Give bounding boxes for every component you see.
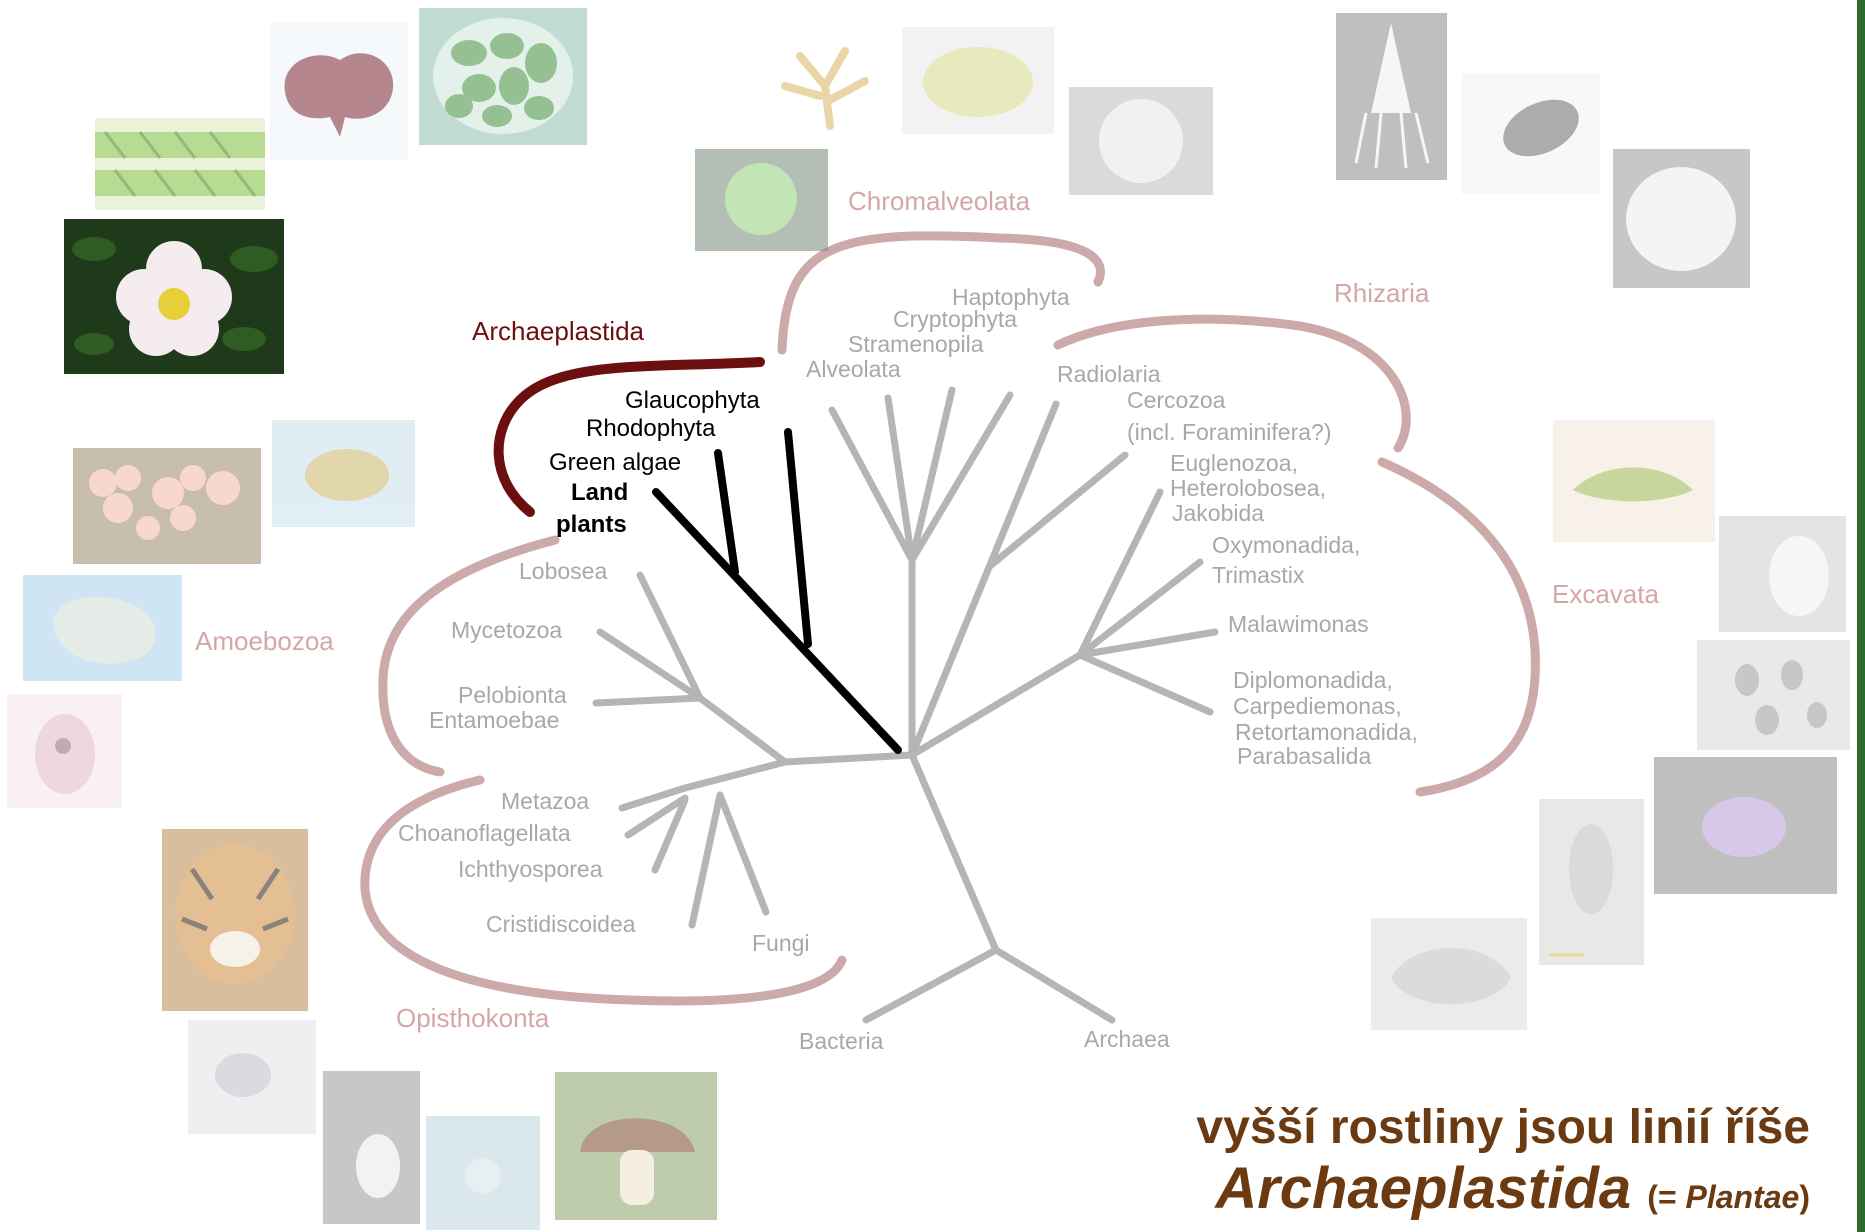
tree-branch — [996, 950, 1112, 1020]
amoeba-large-photo — [23, 575, 182, 681]
tree-branch — [692, 795, 720, 925]
brown-alga-photo — [770, 26, 888, 134]
taxon-ichthyosporea: Ichthyosporea — [458, 856, 603, 882]
label-rhizaria: Rhizaria — [1334, 278, 1430, 308]
mushroom-photo — [555, 1072, 717, 1220]
taxon-stramenopila: Stramenopila — [848, 331, 984, 357]
amoeba-cell-photo — [272, 420, 415, 527]
euglena-photo — [1553, 420, 1715, 542]
radiolarian-photo — [1336, 13, 1447, 180]
taxon-metazoa: Metazoa — [501, 788, 589, 814]
taxon-carpediemonas: Carpediemonas, — [1233, 693, 1402, 719]
taxon-lobosea: Lobosea — [519, 558, 607, 584]
tree-branch — [912, 395, 1010, 560]
caption-paren-close: ) — [1799, 1179, 1810, 1215]
slime-mold-photo — [73, 448, 261, 564]
caption-line-2: Archaeplastida (= Plantae) — [1196, 1156, 1810, 1230]
taxon-heterolobosea: Heterolobosea, — [1170, 475, 1326, 501]
parabasalid-photo — [1371, 918, 1527, 1030]
label-chromalveolata: Chromalveolata — [848, 186, 1031, 216]
taxon-bacteria: Bacteria — [799, 1028, 884, 1054]
taxon-fungi: Fungi — [752, 930, 810, 956]
taxon-plants: plants — [556, 511, 627, 538]
dinoflagellate-photo — [695, 149, 828, 251]
tree-branch — [1080, 492, 1160, 655]
taxon-glaucophyta: Glaucophyta — [625, 387, 760, 414]
tree-branch — [912, 390, 952, 560]
taxon-mycetozoa: Mycetozoa — [451, 617, 562, 643]
tree-branch — [912, 755, 996, 950]
taxon-oxymonadida: Oxymonadida, — [1212, 532, 1360, 558]
highlight-branch — [788, 432, 808, 644]
taxon-entamoebae: Entamoebae — [429, 707, 559, 733]
tree-branch — [912, 655, 1080, 755]
taxon-cryptophyta: Cryptophyta — [893, 306, 1017, 332]
taxon-diplomonadida: Diplomonadida, — [1233, 667, 1393, 693]
archaeplastida-branches — [656, 432, 898, 750]
slide-caption: vyšší rostliny jsou linií říše Archaepla… — [1196, 1100, 1810, 1230]
other-taxa: Haptophyta Cryptophyta Stramenopila Alve… — [398, 284, 1418, 1054]
taxon-radiolaria: Radiolaria — [1057, 361, 1161, 387]
choanoflagellate-photo — [188, 1020, 316, 1134]
label-opisthokonta: Opisthokonta — [396, 1003, 550, 1033]
taxon-jakobida: Jakobida — [1172, 500, 1264, 526]
slide-side-bar — [1857, 0, 1865, 1232]
foraminifera-photo — [1613, 149, 1750, 288]
taxon-rhodophyta: Rhodophyta — [586, 415, 716, 442]
highlight-branch — [718, 453, 735, 572]
taxon-archaea: Archaea — [1084, 1026, 1170, 1052]
tree-branch — [866, 950, 996, 1020]
ichthyosporea-cell-photo — [426, 1116, 540, 1230]
taxon-euglenozoa: Euglenozoa, — [1170, 450, 1298, 476]
caption-plantae: Plantae — [1686, 1179, 1800, 1215]
label-excavata: Excavata — [1552, 579, 1659, 609]
label-archaeplastida: Archaeplastida — [472, 316, 645, 346]
tree-branches — [596, 390, 1215, 1020]
taxon-retortamonadida: Retortamonadida, — [1235, 719, 1418, 745]
diatom-photo — [902, 27, 1054, 134]
caption-line-1: vyšší rostliny jsou linií říše — [1196, 1100, 1810, 1156]
taxon-alveolata: Alveolata — [806, 356, 901, 382]
label-amoebozoa: Amoebozoa — [195, 626, 334, 656]
filamentous-alga-photo — [95, 118, 265, 210]
tree-branch — [596, 698, 700, 703]
tree-branch — [700, 698, 785, 762]
taxon-green-algae: Green algae — [549, 449, 681, 476]
tree-branch — [685, 762, 785, 788]
heterolobosea-photo — [1719, 516, 1846, 632]
taxon-cercozoa: Cercozoa — [1127, 387, 1226, 413]
giardia-photo — [1654, 757, 1837, 894]
taxon-cristidiscoidea: Cristidiscoidea — [486, 911, 636, 937]
testate-amoeba-photo — [1461, 73, 1600, 194]
flagellate-cell-photo — [323, 1071, 420, 1224]
taxon-pelobionta: Pelobionta — [458, 682, 567, 708]
red-alga-photo — [270, 22, 408, 160]
highlight-branch — [656, 492, 898, 750]
taxon-choanoflagellata: Choanoflagellata — [398, 820, 571, 846]
coccolithophore-photo — [1069, 87, 1213, 195]
trichomonas-photo — [1539, 799, 1644, 965]
taxon-foraminifera: (incl. Foraminifera?) — [1127, 419, 1332, 445]
caption-paren-open: (= — [1647, 1179, 1685, 1215]
caption-plantae-note: (= Plantae) — [1647, 1179, 1810, 1215]
taxon-trimastix: Trimastix — [1212, 562, 1305, 588]
tree-branch — [785, 755, 912, 762]
rose-flower-photo — [64, 219, 284, 374]
caption-archaeplastida: Archaeplastida — [1215, 1156, 1631, 1221]
taxon-malawimonas: Malawimonas — [1228, 611, 1369, 637]
tree-branch — [1080, 655, 1210, 712]
opisthokonta-bracket — [365, 780, 842, 1001]
taxon-parabasalida: Parabasalida — [1237, 743, 1371, 769]
glaucophyte-cells-photo — [419, 8, 587, 145]
tiger-photo — [162, 829, 308, 1011]
taxon-land: Land — [571, 479, 628, 506]
flagellate-cells-photo — [1697, 640, 1850, 750]
tree-branch — [720, 795, 766, 912]
entamoeba-cell-photo — [7, 694, 122, 808]
